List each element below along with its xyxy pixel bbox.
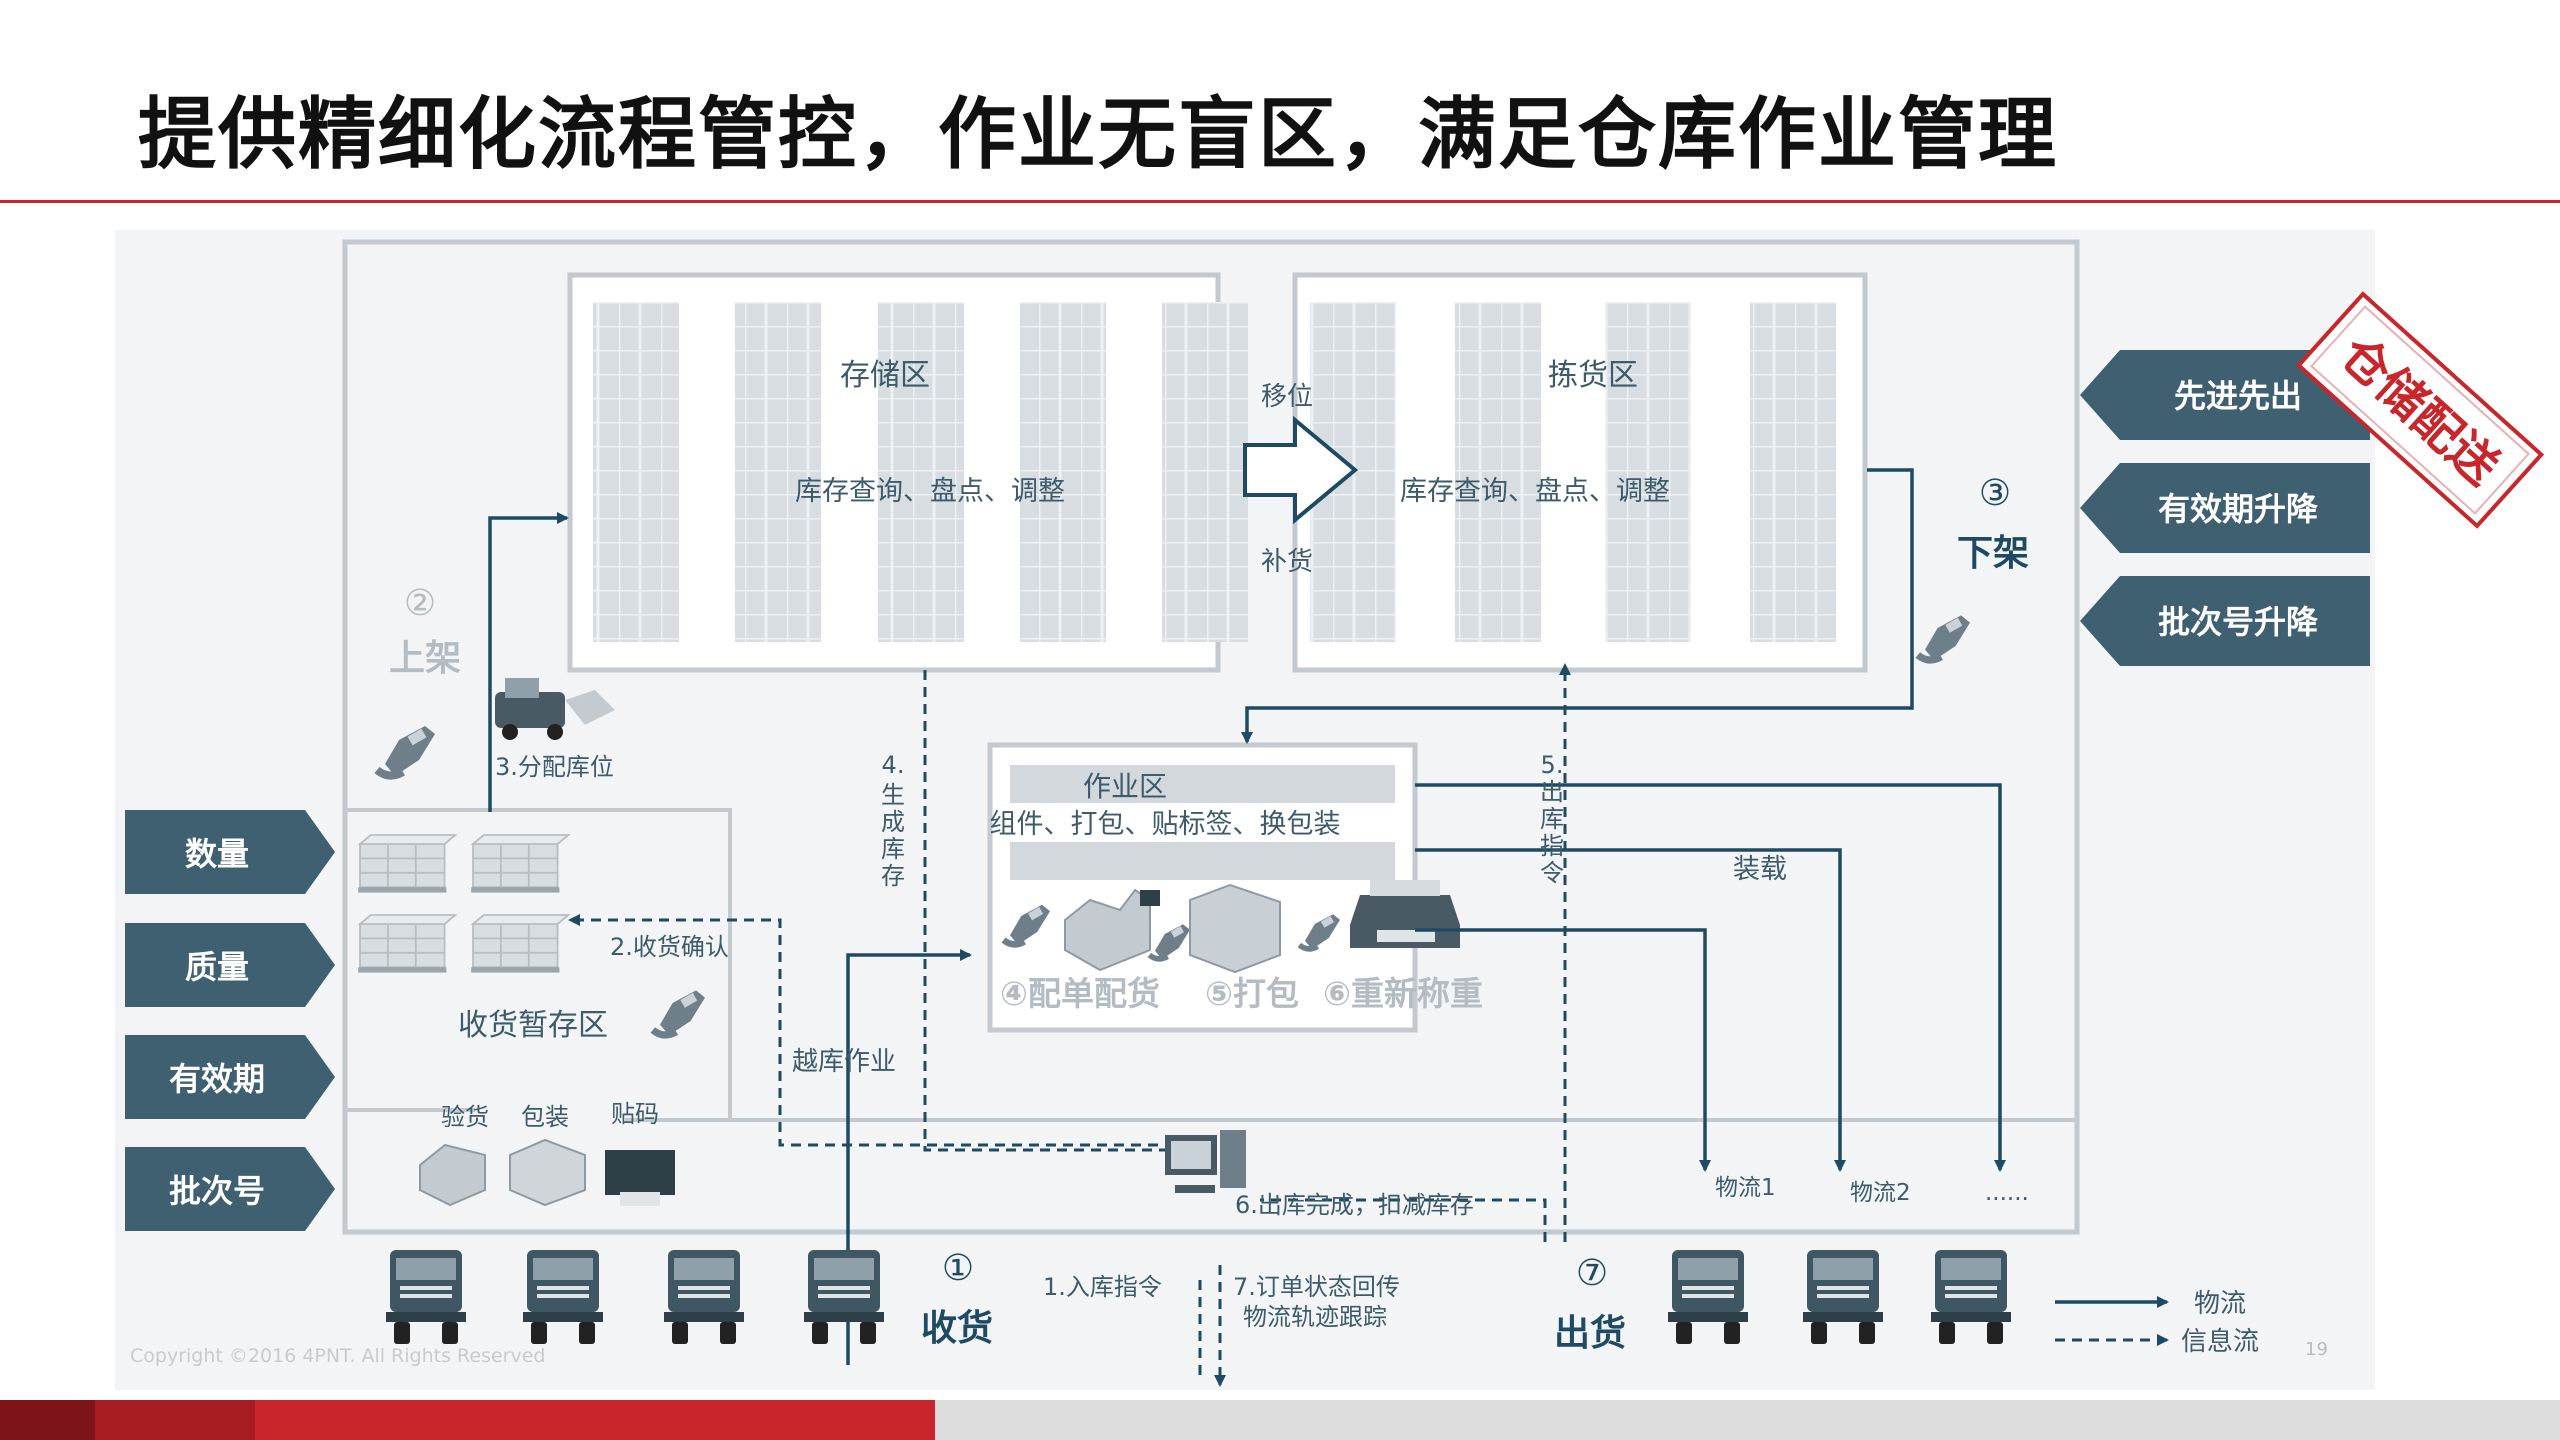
flow3-label: 3.分配库位 xyxy=(495,753,614,781)
step3-label: 下架 xyxy=(1957,533,2029,574)
left-tags: 数量 质量 有效期 批次号 xyxy=(125,810,335,1231)
right-tags: 先进先出 有效期升降 批次号升降 xyxy=(2080,350,2370,666)
flow1-label: 1.入库指令 xyxy=(1043,1273,1162,1301)
receiving-area-name: 收货暂存区 xyxy=(458,1008,608,1043)
flow4-label: 4. 生 成 库 存 xyxy=(881,751,905,890)
bottom-bar xyxy=(0,1400,2560,1440)
picking-zone: 拣货区 库存查询、盘点、调整 xyxy=(1292,272,1868,673)
right-tag: 先进先出 xyxy=(2080,350,2370,440)
step5-label: ⑤打包 xyxy=(1205,974,1299,1013)
cross-dock-label: 越库作业 xyxy=(792,1047,896,1077)
diagram-text: 批次号 xyxy=(169,1172,265,1210)
computer-icon xyxy=(1165,1130,1246,1193)
picking-zone-name: 拣货区 xyxy=(1548,358,1638,393)
title-rule xyxy=(0,200,2560,203)
transfer-arrow xyxy=(1243,415,1359,525)
slide-title: 提供精细化流程管控，作业无盲区，满足仓库作业管理 xyxy=(138,90,2059,180)
storage-zone: 存储区 库存查询、盘点、调整 xyxy=(567,272,1248,673)
diagram-text: 指 xyxy=(1540,832,1564,860)
diagram-text: 质量 xyxy=(185,948,249,986)
diagram-text: 生 xyxy=(881,781,905,809)
copyright: Copyright ©2016 4PNT. All Rights Reserve… xyxy=(130,1345,545,1367)
diagram-text: 先进先出 xyxy=(2174,377,2302,415)
flow5-label: 5. 出 库 指 令 xyxy=(1540,751,1564,887)
label-code-label: 贴码 xyxy=(611,1100,659,1128)
forklift-icon xyxy=(495,678,615,740)
flow7a-label: 7.订单状态回传 xyxy=(1233,1273,1400,1301)
diagram-text: 批次号升降 xyxy=(2158,603,2319,641)
move-label: 移位 xyxy=(1261,382,1313,412)
work-zone-desc: 组件、打包、贴标签、换包装 xyxy=(990,809,1341,840)
warehouse-flow-diagram: 存储区 库存查询、盘点、调整 拣货区 库存查询、盘点、调整 移位 补货 作业区 … xyxy=(115,230,2375,1390)
step4-label: ④配单配货 xyxy=(1000,974,1160,1013)
receiving-area: 收货暂存区 验货 包装 贴码 xyxy=(357,834,705,1207)
diagram-text: 4. xyxy=(882,751,905,779)
left-tag: 数量 xyxy=(125,810,335,894)
storage-zone-name: 存储区 xyxy=(840,358,930,393)
loading-label: 装载 xyxy=(1733,854,1787,885)
diagram-text: 成 xyxy=(881,808,905,836)
page-number: 19 xyxy=(2305,1339,2328,1360)
work-zone: 作业区 组件、打包、贴标签、换包装 ④配单配货 ⑤打包 ⑥重新称重 xyxy=(987,742,1483,1033)
stamp-badge: 仓储配送 xyxy=(2295,291,2545,529)
storage-zone-desc: 库存查询、盘点、调整 xyxy=(795,476,1065,507)
diagram-text: 令 xyxy=(1540,859,1564,887)
step6-label: ⑥重新称重 xyxy=(1323,974,1483,1013)
step1-label: 收货 xyxy=(921,1308,993,1349)
diagram-text: 库 xyxy=(1540,805,1564,833)
step1-num: ① xyxy=(942,1248,974,1289)
right-tag: 批次号升降 xyxy=(2080,576,2370,666)
step2-num: ② xyxy=(404,583,436,624)
flow6-label: 6.出库完成，扣减库存 xyxy=(1235,1191,1474,1219)
more-label: ...... xyxy=(1985,1180,2029,1206)
diagram-text: 5. xyxy=(1541,751,1564,779)
inspect-label: 验货 xyxy=(441,1103,489,1131)
flow2-label: 2.收货确认 xyxy=(610,933,729,961)
work-zone-name: 作业区 xyxy=(1083,770,1167,803)
legend-info: 信息流 xyxy=(2181,1327,2259,1357)
step7-label: 出货 xyxy=(1554,1313,1626,1354)
diagram-text: 数量 xyxy=(185,835,249,873)
diagram-text: 存 xyxy=(881,862,905,890)
package-label: 包装 xyxy=(521,1103,569,1131)
left-tag: 有效期 xyxy=(125,1035,335,1119)
right-tag: 有效期升降 xyxy=(2080,463,2370,553)
step3-num: ③ xyxy=(1979,473,2011,514)
diagram-text: 有效期 xyxy=(169,1060,265,1098)
legend-physical: 物流 xyxy=(2194,1289,2246,1319)
logistics2-label: 物流2 xyxy=(1850,1180,1911,1206)
left-tag: 质量 xyxy=(125,923,335,1007)
picking-zone-desc: 库存查询、盘点、调整 xyxy=(1400,476,1670,507)
logistics1-label: 物流1 xyxy=(1715,1175,1776,1201)
replenish-label: 补货 xyxy=(1261,547,1313,577)
diagram-text: 有效期升降 xyxy=(2158,490,2319,528)
diagram-text: 出 xyxy=(1540,778,1564,806)
warehouse-frame xyxy=(342,239,2080,1235)
legend: 物流 信息流 xyxy=(2055,1289,2259,1357)
diagram-text: 库 xyxy=(881,835,905,863)
left-tag: 批次号 xyxy=(125,1147,335,1231)
flow7b-label: 物流轨迹跟踪 xyxy=(1243,1303,1387,1331)
outbound-trucks xyxy=(1668,1250,2011,1344)
step7-num: ⑦ xyxy=(1576,1253,1608,1294)
step2-label: 上架 xyxy=(389,638,461,679)
inbound-trucks xyxy=(386,1250,884,1344)
